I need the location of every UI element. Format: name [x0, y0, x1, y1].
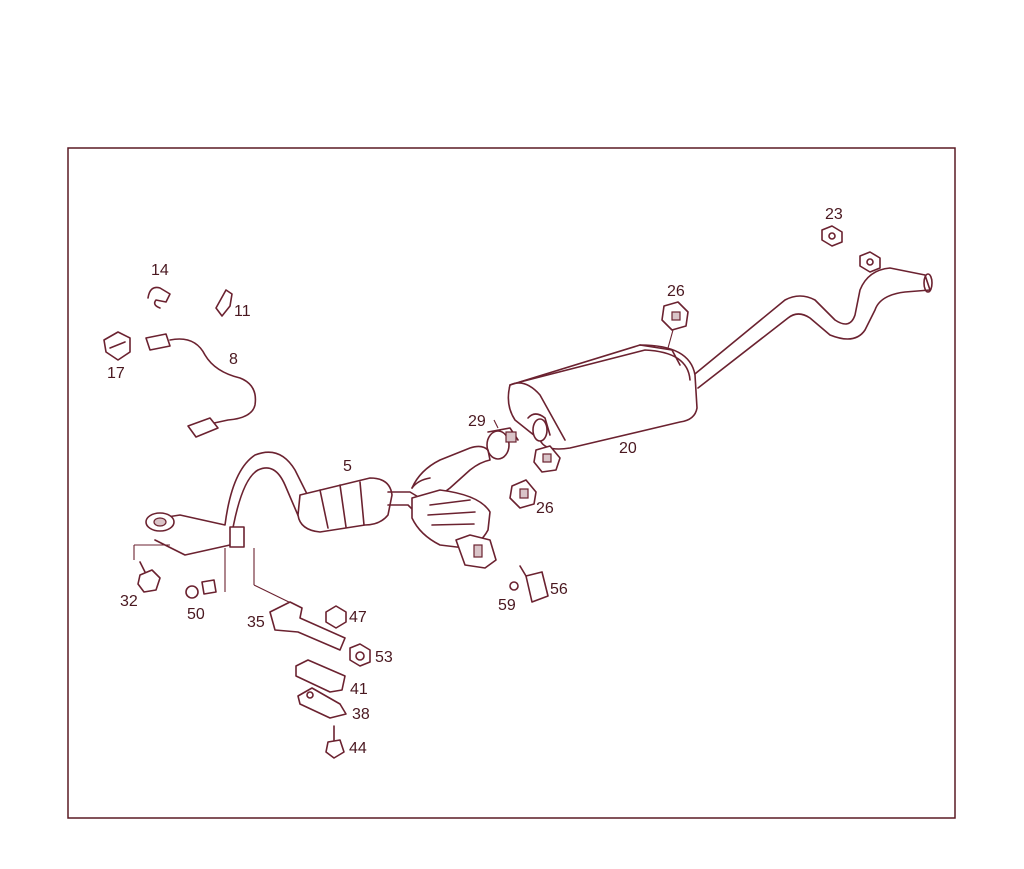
callout-41: 41: [350, 681, 368, 698]
bracket-11: [215, 289, 233, 317]
callout-17: 17: [107, 365, 125, 382]
intermediate-pipe: [411, 445, 491, 500]
plate-56: [525, 571, 549, 603]
pipe-hanger: [133, 526, 296, 606]
callout-56: 56: [550, 581, 568, 598]
tail-pipe: [689, 267, 933, 389]
nut-23-b: [859, 251, 881, 273]
callout-20: 20: [619, 440, 637, 457]
bolt-32: [137, 561, 161, 593]
callout-23: 23: [825, 206, 843, 223]
front-pipe-5: [147, 451, 497, 569]
bracket-35: [269, 601, 346, 651]
nut-53: [349, 643, 371, 667]
rubber-mount-upper: [661, 301, 689, 349]
callout-14: 14: [151, 262, 169, 279]
front-flange: [145, 512, 175, 532]
callout-11: 11: [234, 303, 251, 320]
clip-14: [147, 286, 171, 309]
nut-23-a: [821, 225, 843, 247]
nut-47: [325, 605, 347, 629]
callout-47: 47: [349, 609, 367, 626]
oxygen-sensor: [145, 333, 257, 438]
callout-26-lower: 26: [536, 500, 554, 517]
bolts-59: [509, 565, 527, 591]
rear-muffler: [507, 344, 698, 450]
callout-50: 50: [187, 606, 205, 623]
callout-26-upper: 26: [667, 283, 685, 300]
clip-17: [103, 331, 131, 361]
rubber-mount-lower: [509, 479, 537, 509]
fastener-50: [185, 579, 217, 599]
plate-41: [295, 659, 346, 693]
callout-44: 44: [349, 740, 367, 757]
callout-38: 38: [352, 706, 370, 723]
muffler-inlet: [527, 413, 551, 442]
rubber-mount-middle: [533, 445, 561, 473]
callout-5: 5: [343, 458, 352, 475]
callout-59: 59: [498, 597, 516, 614]
callout-53: 53: [375, 649, 393, 666]
callout-35: 35: [247, 614, 265, 631]
callout-29: 29: [468, 413, 486, 430]
diagram-frame: [67, 147, 956, 819]
callout-32: 32: [120, 593, 138, 610]
bolt-44: [325, 725, 345, 759]
callout-8: 8: [229, 351, 238, 368]
bracket-38: [297, 687, 347, 719]
clamp: [486, 419, 519, 460]
